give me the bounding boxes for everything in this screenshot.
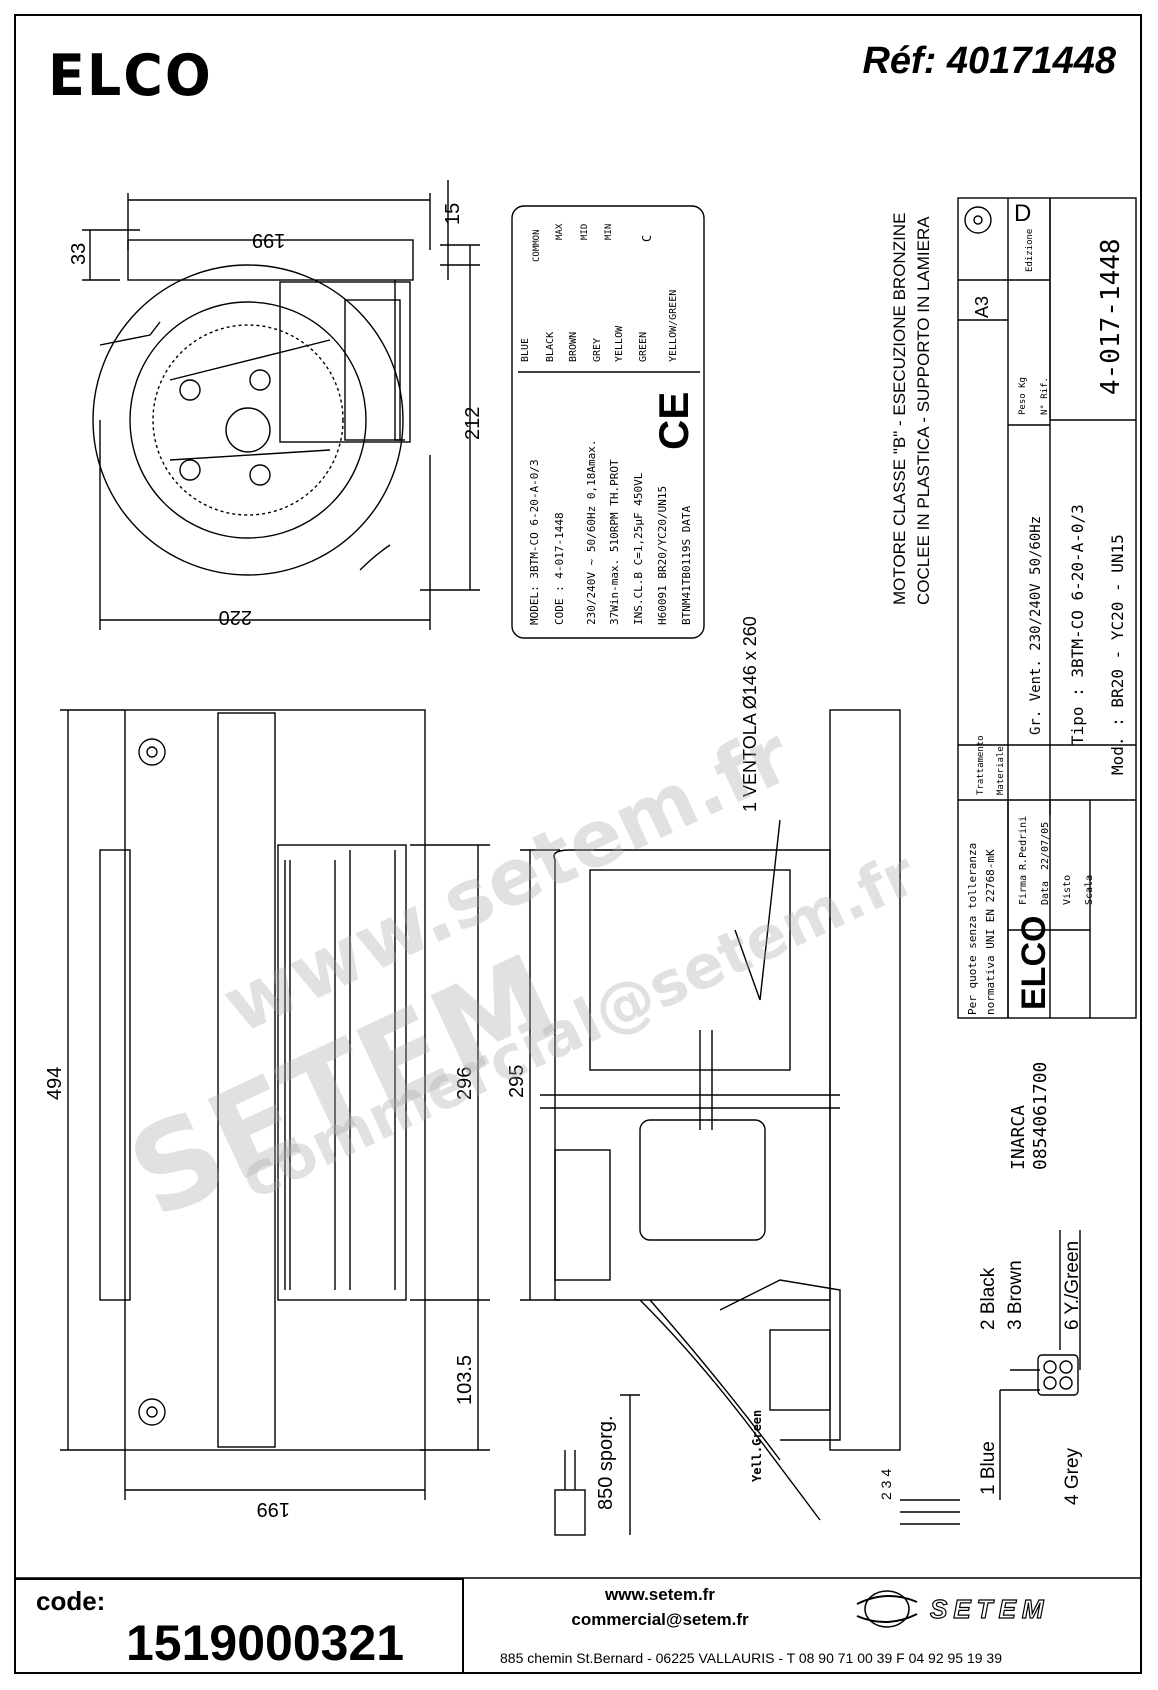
tb-visto-label: Visto [1062, 874, 1073, 905]
plate-term-min: MIN [604, 223, 614, 240]
dim-width-top: 199 [252, 229, 286, 251]
plate-line-power: 37Win-max. 510RPM TH.PROT [608, 459, 621, 625]
tb-trattamento-label: Trattamento [976, 735, 986, 795]
drawing-frame [14, 14, 1142, 1674]
customer-name: INARCA [1008, 1104, 1029, 1170]
tb-nref-label: N° Rif. [1040, 377, 1050, 415]
plate-term-max: MAX [555, 223, 565, 240]
footer-website[interactable]: www.setem.fr [605, 1585, 715, 1604]
plate-wire-green: GREEN [638, 331, 649, 362]
plate-wire-yellowgreen: YELLOW/GREEN [668, 289, 679, 362]
wire-pin-numbers: 2 3 4 [878, 1468, 894, 1500]
tb-data: 22/07/05 [1040, 821, 1051, 870]
dim-height-212: 212 [462, 406, 484, 440]
fan-note: 1 VENTOLA Ø146 x 260 [740, 616, 760, 812]
plate-term-c: C [640, 234, 654, 242]
plate-wire-yellow: YELLOW [614, 325, 625, 362]
tb-scala-label: Scala [1084, 874, 1095, 905]
elco-logo: ELCO [48, 42, 213, 109]
plate-term-mid: MID [580, 223, 590, 240]
wire-6-yellow-green: 6 Y./Green [1062, 1240, 1083, 1330]
wire-yell-green: Yell.Green [750, 1409, 764, 1482]
blower-top-view [82, 180, 480, 630]
plate-line-code: CODE : 4-017-1448 [553, 512, 566, 625]
dim-side-295: 295 [506, 1064, 528, 1098]
tb-firma-label: Firma [1018, 874, 1029, 905]
tb-mod: Mod. : BR20 - YC20 - UN15 [1108, 534, 1127, 775]
tb-edition: D [1014, 200, 1032, 227]
tb-edition-label: Edizione [1025, 228, 1035, 272]
tb-drawing-number: 4-017-1448 [1096, 238, 1126, 395]
wire-4-grey: 4 Grey [1062, 1447, 1083, 1505]
tb-tolerance-2: normativa UNI EN 22768-mK [984, 849, 997, 1015]
plate-wire-black: BLACK [545, 331, 556, 362]
footer-email[interactable]: commercial@setem.fr [571, 1610, 749, 1629]
wire-1-blue: 1 Blue [978, 1441, 999, 1495]
wiring-connector [900, 1230, 1081, 1525]
tb-materiale-label: Materiale [996, 746, 1006, 795]
customer-code: 0854061700 [1030, 1061, 1051, 1170]
dim-cable-850: 850 sporg. [595, 1415, 617, 1510]
plate-line-ins: INS.CL.B C=1,25µF 450VL [632, 472, 645, 625]
plate-wire-blue: BLUE [520, 337, 531, 362]
dim-width-bottom: 220 [218, 606, 252, 628]
dim-lower-103: 103.5 [454, 1354, 476, 1405]
plate-wire-brown: BROWN [568, 331, 579, 362]
tb-format: A3 [972, 295, 992, 318]
code-label: code: [36, 1586, 106, 1616]
plate-line-model: MODEL: 3BTM-CO 6-20-A-0/3 [528, 459, 541, 625]
tb-weight-label: Peso Kg [1018, 377, 1028, 415]
tb-tipo: Tipo : 3BTM-CO 6-20-A-0/3 [1068, 504, 1087, 745]
title-block-grid [957, 197, 1137, 1019]
code-value: 1519000321 [126, 1615, 405, 1671]
setem-globe-icon [856, 1590, 918, 1628]
plate-line-btnm: BTNM41TB0119S DATA [680, 505, 693, 625]
blower-front-view [60, 709, 490, 1500]
reference-number: Réf: 40171448 [862, 40, 1116, 82]
footer-code-box: code: 1519000321 [14, 1578, 464, 1674]
plate-line-h60091: H60091 BR20/YC20/UN15 [656, 485, 669, 625]
footer-address: 885 chemin St.Bernard - 06225 VALLAURIS … [500, 1650, 1002, 1666]
wire-2-black: 2 Black [978, 1267, 999, 1330]
tb-tolerance-1: Per quote senza tolleranza [966, 842, 979, 1015]
plate-wire-grey: GREY [592, 337, 603, 362]
tb-gr-vent: Gr. Vent. 230/240V 50/60Hz [1028, 515, 1044, 735]
tb-firma: R.Pedrini [1018, 815, 1029, 870]
tb-elco-logo: ELCO [1015, 915, 1053, 1010]
dim-flange-33: 33 [68, 242, 90, 265]
dim-total-494: 494 [44, 1066, 66, 1100]
note-line-1: MOTORE CLASSE "B" - ESECUZIONE BRONZINE [890, 212, 909, 605]
dim-offset-15: 15 [442, 202, 464, 225]
note-line-2: COCLEE IN PLASTICA - SUPPORTO IN LAMIERA [914, 216, 933, 605]
dim-width-199-bottom: 199 [256, 1498, 290, 1520]
tb-data-label: Data [1040, 880, 1051, 905]
setem-logo: SETEM [929, 1593, 1050, 1624]
plate-term-common: COMMON [532, 229, 542, 262]
wire-3-brown: 3 Brown [1005, 1260, 1026, 1330]
plate-line-voltage: 230/240V ~ 50/60Hz 0,18Amax. [585, 439, 598, 625]
label-plate-outline [511, 205, 705, 639]
blower-side-view [520, 709, 901, 1536]
ce-mark-icon: CE [650, 391, 697, 450]
dim-inner-296: 296 [454, 1066, 476, 1100]
